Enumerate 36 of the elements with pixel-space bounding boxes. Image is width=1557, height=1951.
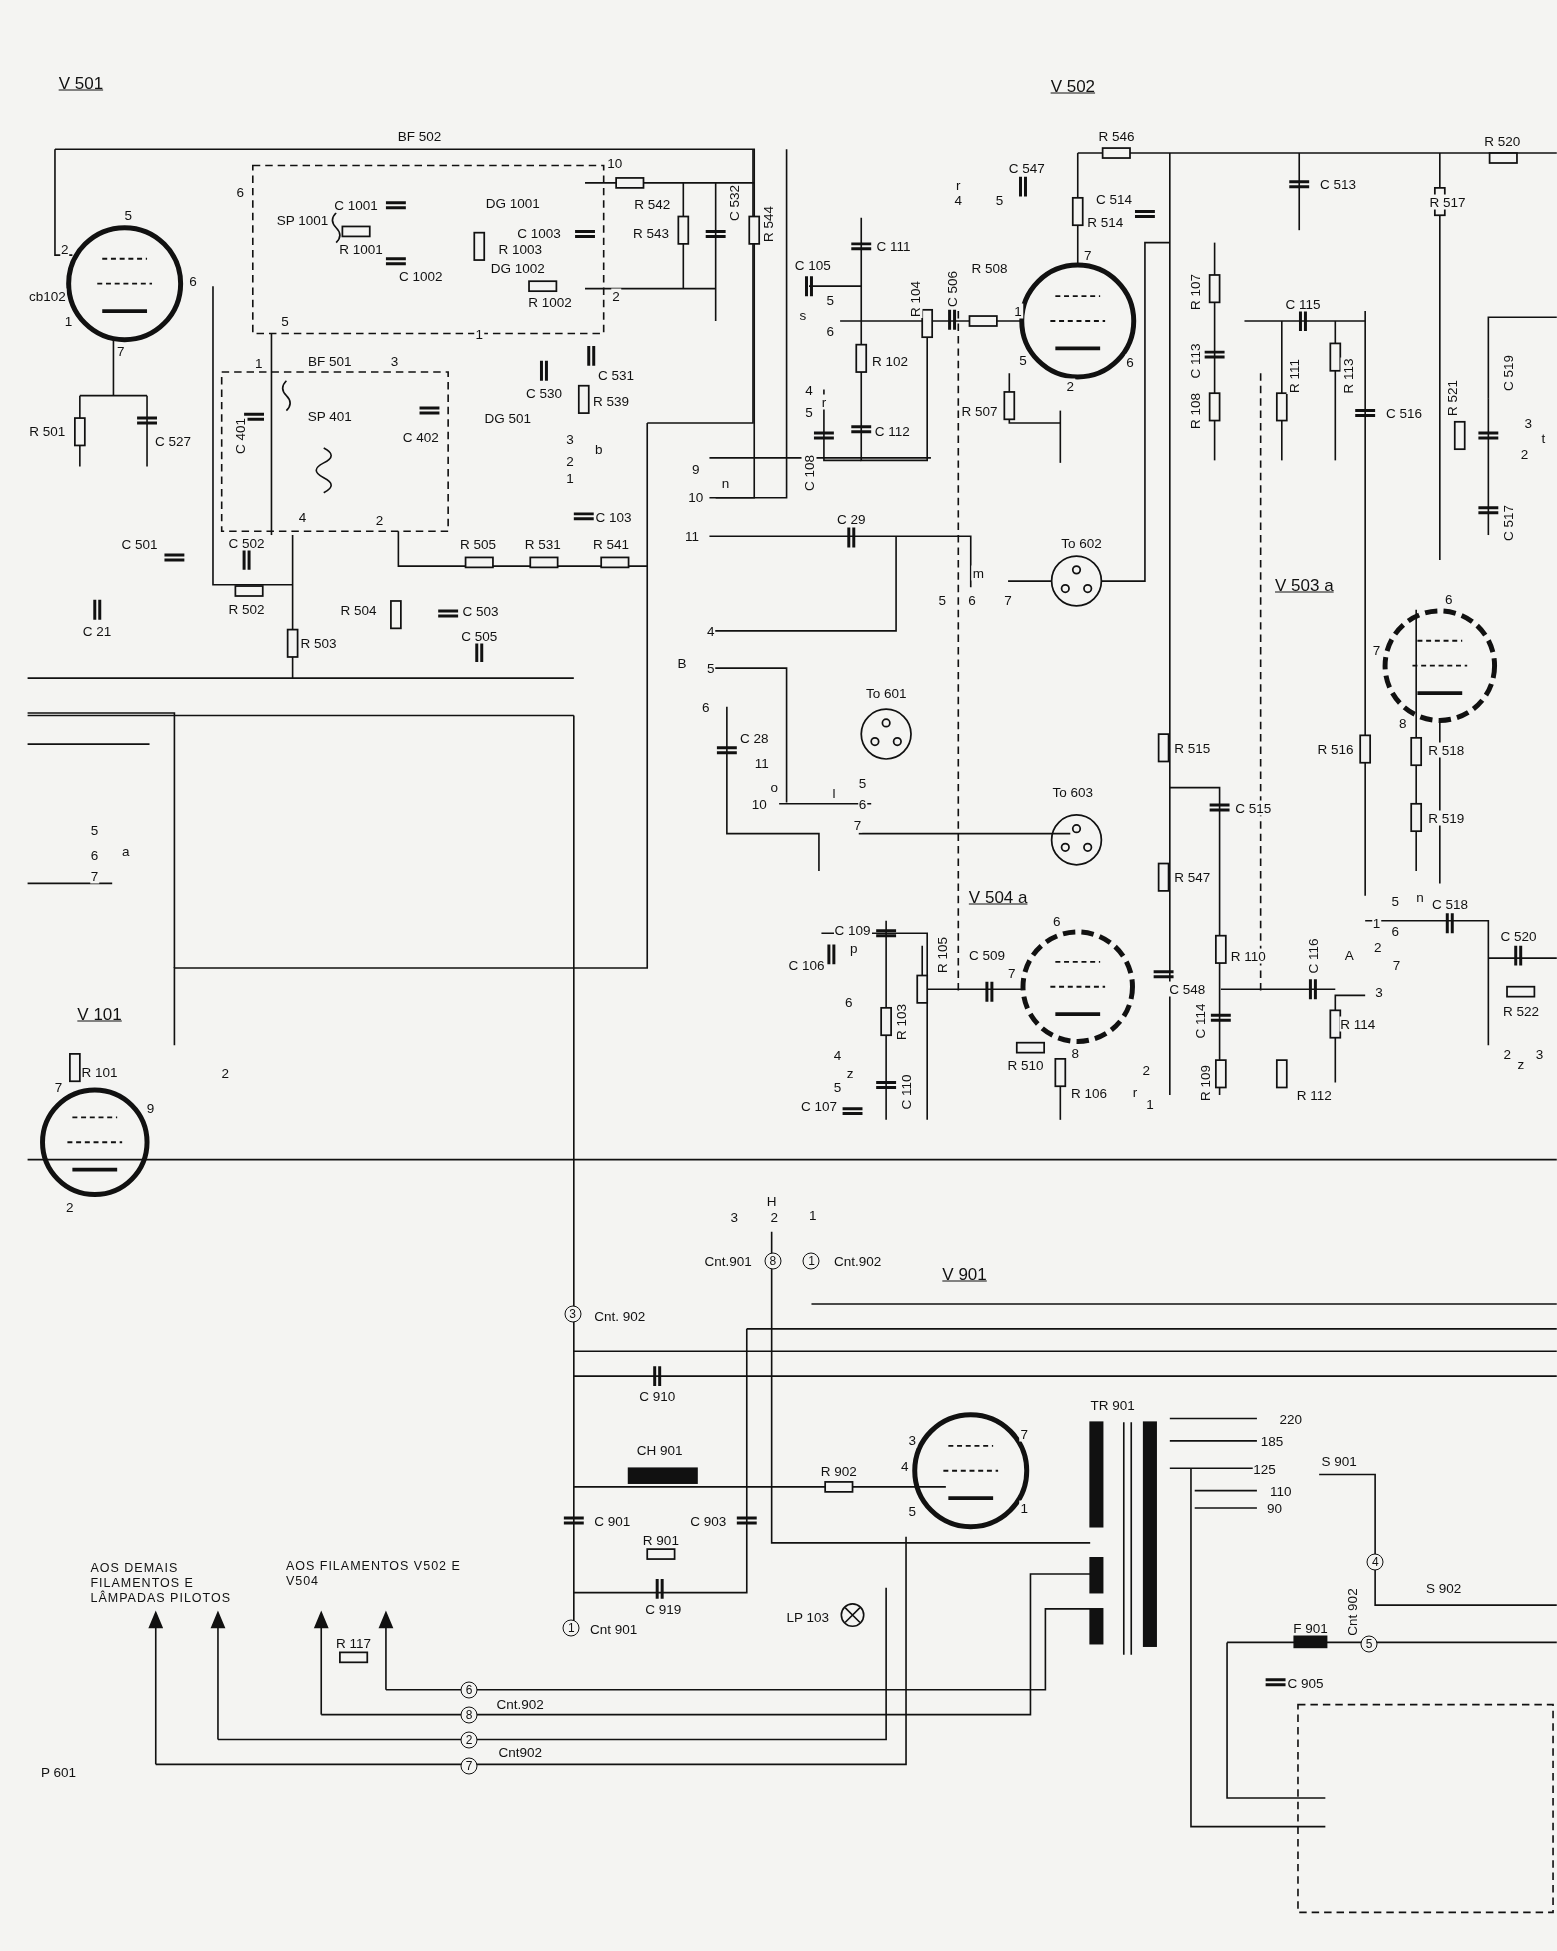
- pin-label: 1: [1371, 916, 1382, 931]
- component-label: R 1001: [338, 241, 384, 257]
- terminal-number: 8: [764, 1252, 782, 1270]
- terminal-number: 1: [562, 1619, 580, 1637]
- component-label: R 113: [1340, 357, 1356, 395]
- terminal-number: 7: [460, 1757, 478, 1775]
- component-label: R 517: [1428, 194, 1467, 210]
- component-label: C 548: [1168, 981, 1207, 997]
- terminal-number: 3: [564, 1305, 581, 1323]
- component-label: C 515: [1234, 800, 1273, 816]
- tube-label: V 502: [1049, 78, 1097, 94]
- tube-label: V 503 a: [1274, 577, 1335, 593]
- tube-label: V 504 a: [967, 889, 1029, 905]
- component-label: R 519: [1427, 810, 1466, 826]
- terminal-number: 6: [460, 1681, 478, 1699]
- pin-label: r: [820, 394, 828, 410]
- pin-label: 1: [1013, 303, 1023, 319]
- pin-label: 1: [1019, 1500, 1030, 1516]
- pin-label: 2: [611, 288, 621, 304]
- pin-label: 2: [1065, 378, 1076, 394]
- component-label: cb102: [27, 288, 67, 304]
- component-label: C 108: [801, 453, 817, 492]
- pin-label: 6: [1125, 354, 1135, 370]
- component-label: R 114: [1339, 1016, 1377, 1032]
- terminal-number: 1: [802, 1252, 820, 1270]
- component-label: R 111: [1286, 357, 1302, 394]
- tube-label: V 101: [76, 1006, 123, 1022]
- terminal-number: 2: [460, 1731, 478, 1749]
- tube-label: V 501: [57, 75, 105, 91]
- component-label: R 110: [1229, 948, 1267, 964]
- terminal-number: 5: [1360, 1635, 1378, 1653]
- tube-label: V 901: [941, 1266, 988, 1282]
- component-label: R 518: [1427, 743, 1466, 758]
- terminal-number: 8: [460, 1706, 478, 1724]
- component-label: R 544: [760, 205, 776, 244]
- terminal-number: 4: [1366, 1553, 1384, 1571]
